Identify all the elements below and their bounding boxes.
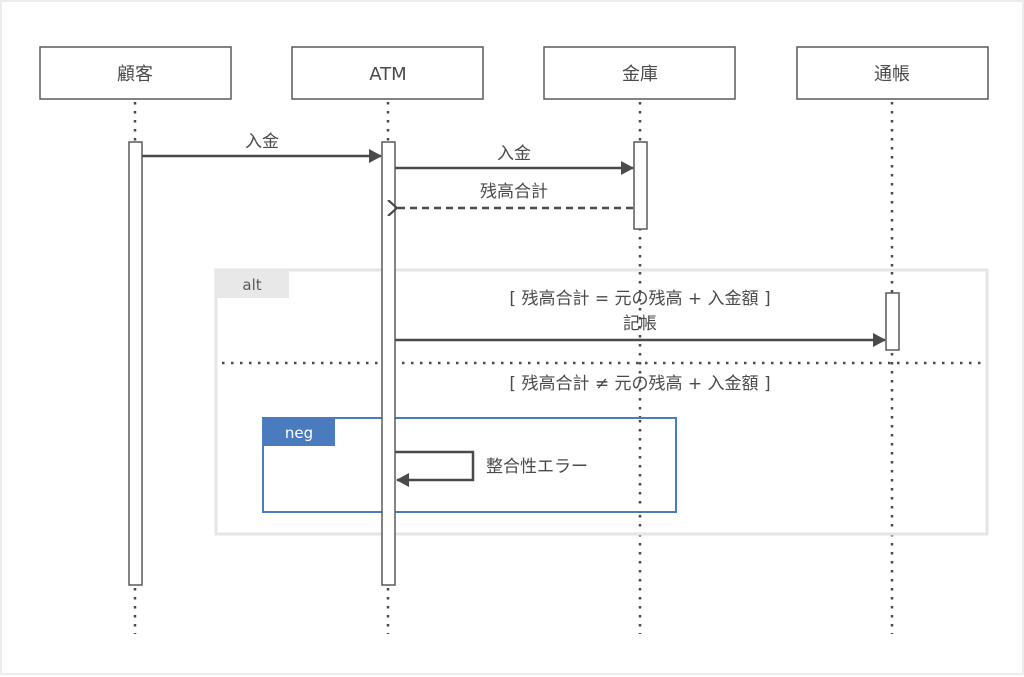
alt-guard-2: [ 残高合計 ≠ 元の残高 + 入金額 ] xyxy=(509,374,770,394)
neg-fragment[interactable]: neg xyxy=(262,417,677,513)
neg-label: neg xyxy=(285,424,313,442)
participant-safe[interactable]: 金庫 xyxy=(543,46,736,100)
message-label: 整合性エラー xyxy=(486,457,588,477)
participant-customer[interactable]: 顧客 xyxy=(39,46,232,100)
neg-label-box xyxy=(263,418,335,446)
activation-passbook xyxy=(885,292,900,351)
activation-customer xyxy=(128,141,143,586)
participant-label: 金庫 xyxy=(622,64,658,85)
message-deposit-2[interactable]: 入金 xyxy=(395,144,634,175)
message-label: 入金 xyxy=(497,144,531,164)
message-consistency-error[interactable]: 整合性エラー xyxy=(395,450,588,487)
message-label: 残高合計 xyxy=(480,182,548,202)
activation-atm xyxy=(381,141,396,586)
participant-label: 通帳 xyxy=(874,64,910,85)
participant-atm[interactable]: ATM xyxy=(291,46,484,100)
participant-label: ATM xyxy=(369,64,406,85)
participant-passbook[interactable]: 通帳 xyxy=(796,46,989,100)
message-balance-reply[interactable]: 残高合計 xyxy=(397,182,633,208)
message-label: 記帳 xyxy=(623,314,657,334)
message-deposit-1[interactable]: 入金 xyxy=(142,132,382,163)
alt-label: alt xyxy=(242,276,261,294)
message-record[interactable]: 記帳 xyxy=(395,314,886,347)
alt-label-box xyxy=(216,270,289,298)
message-label: 入金 xyxy=(245,132,279,152)
activation-safe xyxy=(633,141,648,230)
participant-label: 顧客 xyxy=(117,64,153,85)
